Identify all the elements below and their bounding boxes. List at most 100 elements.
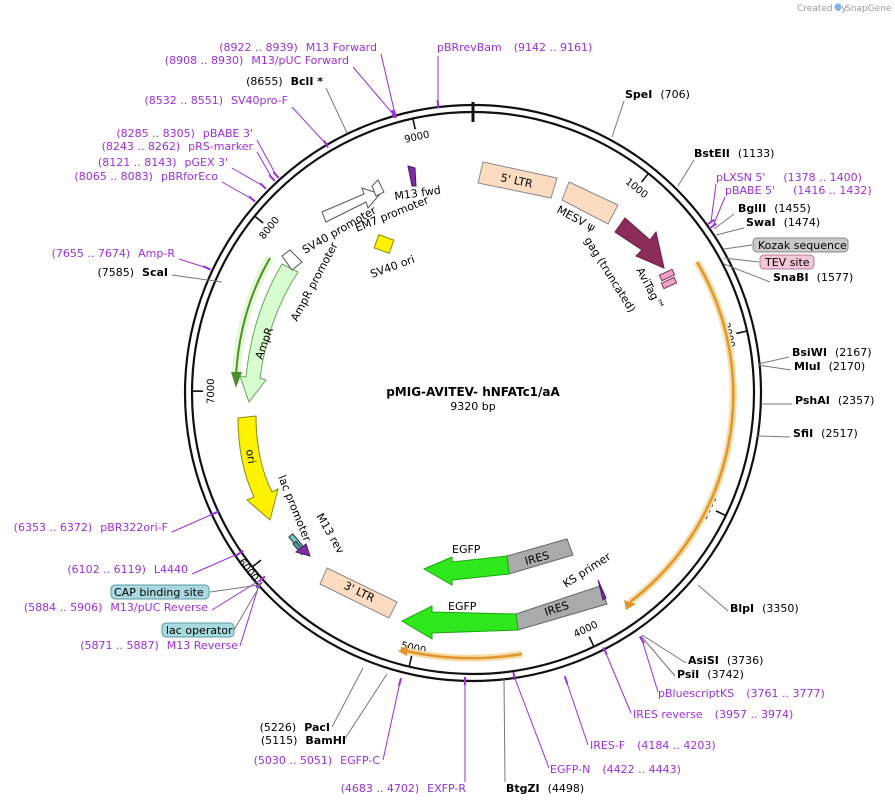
enzyme-label[interactable]: BlpI(3350)	[730, 602, 799, 615]
tick-mark	[412, 118, 416, 130]
enzyme-label[interactable]: SpeI(706)	[625, 88, 690, 101]
leader-line	[171, 512, 216, 533]
leader-line	[565, 679, 589, 746]
feature-lac-region[interactable]: lac promoter M13 rev	[275, 473, 347, 557]
primer-label[interactable]: (8243 .. 8262)pRS-marker	[102, 140, 254, 153]
leader-line	[713, 213, 735, 230]
tick-label: 4000	[572, 619, 600, 640]
primer-label[interactable]: (8285 .. 8305)pBABE 3'	[116, 127, 253, 140]
primer-range: (6102 .. 6119)	[67, 563, 146, 576]
primer-name: pBABE 3'	[203, 127, 253, 140]
enzyme-label[interactable]: BsiWI(2167)	[792, 346, 872, 359]
primer-name: IRES reverse	[633, 708, 703, 721]
enzyme-label[interactable]: SwaI(1474)	[746, 216, 820, 229]
primer-range: (5871 .. 5887)	[80, 639, 159, 652]
enzyme-name: SfiI	[793, 427, 813, 440]
enzyme-name: BglII	[738, 202, 766, 215]
enzyme-label[interactable]: MluI(2170)	[794, 360, 865, 373]
feature-avitag[interactable]: AviTag™	[633, 265, 678, 312]
primer-label[interactable]: pLXSN 5'(1378 .. 1400)	[716, 171, 862, 184]
leader-line	[723, 257, 760, 263]
primer-label[interactable]: pBRrevBam(9142 .. 9161)	[437, 41, 592, 54]
enzyme-position: (1577)	[817, 271, 854, 284]
primer-range: (3957 .. 3974)	[715, 708, 794, 721]
primer-label[interactable]: pBluescriptKS(3761 .. 3777)	[658, 687, 825, 700]
enzyme-name: AsiSI	[688, 654, 719, 667]
feature-ampr[interactable]: AmpR	[231, 255, 299, 404]
primer-range: (8908 .. 8930)	[165, 54, 244, 67]
primer-label[interactable]: EGFP-N(4422 .. 4443)	[550, 763, 681, 776]
primer-range: (8243 .. 8262)	[102, 140, 181, 153]
feature-egfp-2[interactable]: EGFP	[400, 600, 519, 640]
primer-label[interactable]: (8922 .. 8939)M13 Forward	[219, 41, 377, 54]
primer-label[interactable]: (5871 .. 5887)M13 Reverse	[80, 639, 238, 652]
feature-3-ltr[interactable]: 3' LTR	[319, 567, 398, 619]
enzyme-position: (706)	[660, 88, 690, 101]
enzyme-label[interactable]: (5115)BamHI	[261, 734, 346, 747]
box-tev-site[interactable]: TEV site	[759, 254, 815, 270]
enzyme-position: (1474)	[784, 216, 821, 229]
enzyme-position: (2170)	[829, 360, 866, 373]
tick-mark	[251, 559, 262, 568]
svg-text:CAP binding site: CAP binding site	[114, 586, 204, 599]
primer-label[interactable]: (5884 .. 5906)M13/pUC Reverse	[24, 601, 208, 614]
enzyme-label[interactable]: (7585)ScaI	[97, 266, 168, 279]
leader-line	[178, 258, 208, 269]
feature-egfp-1[interactable]: EGFP	[422, 543, 510, 586]
enzyme-position: (2517)	[821, 427, 858, 440]
primer-label[interactable]: IRES-F(4184 .. 4203)	[590, 739, 716, 752]
primer-name: pLXSN 5'	[716, 171, 765, 184]
enzyme-position: (2167)	[835, 346, 872, 359]
feature-mesv-psi[interactable]: MESV ψ	[555, 181, 619, 234]
primer-name: EGFP-C	[340, 754, 380, 767]
svg-text:ori: ori	[243, 448, 258, 464]
enzyme-name: PshAI	[795, 394, 830, 407]
enzyme-label[interactable]: PsiI(3742)	[677, 668, 744, 681]
enzyme-label[interactable]: SfiI (2517)	[793, 427, 858, 440]
primer-name: Amp-R	[138, 247, 175, 260]
feature-5-ltr[interactable]: 5' LTR	[477, 161, 558, 199]
leader-line	[331, 667, 364, 728]
enzyme-label[interactable]: (5226)PacI	[260, 721, 330, 734]
enzyme-label[interactable]: PshAI(2357)	[795, 394, 874, 407]
enzyme-label[interactable]: (8655)BclI *	[246, 75, 323, 88]
primer-label[interactable]: (7655 .. 7674)Amp-R	[52, 247, 176, 260]
feature-ori[interactable]: ori	[237, 415, 279, 521]
primer-label[interactable]: (8908 .. 8930) M13/pUC Forward	[165, 54, 349, 67]
box-kozak-sequence[interactable]: Kozak sequence	[752, 237, 849, 253]
enzyme-name: BstEII	[694, 147, 730, 160]
leader-line	[221, 181, 253, 200]
primer-label[interactable]: (5030 .. 5051)EGFP-C	[254, 754, 381, 767]
feature-m13-fwd[interactable]: M13 fwd	[394, 165, 442, 203]
box-lac-operator[interactable]: lac operator	[161, 622, 235, 638]
site-mark	[323, 140, 329, 148]
primer-label[interactable]: (8121 .. 8143)pGEX 3'	[98, 156, 228, 169]
leader-line	[352, 66, 394, 115]
box-cap-binding-site[interactable]: CAP binding site	[110, 584, 210, 600]
feature-ires-2[interactable]: IRES	[515, 585, 608, 631]
primer-label[interactable]: (8065 .. 8083)pBRforEco	[74, 170, 218, 183]
enzyme-name: SnaBI	[773, 271, 809, 284]
primer-label[interactable]: (8532 .. 8551)SV40pro-F	[144, 94, 288, 107]
primer-label[interactable]: pBABE 5'(1416 .. 1432)	[725, 184, 872, 197]
primer-name: M13/pUC Forward	[251, 54, 349, 67]
enzyme-label[interactable]: BglII(1455)	[738, 202, 811, 215]
enzyme-label[interactable]: SnaBI (1577)	[773, 271, 853, 284]
site-mark	[436, 99, 440, 109]
enzyme-name: PacI	[304, 721, 330, 734]
primer-label[interactable]: IRES reverse (3957 .. 3974)	[633, 708, 793, 721]
feature-ires-1[interactable]: IRES	[506, 538, 574, 575]
enzyme-label[interactable]: AsiSI(3736)	[688, 654, 763, 667]
leader-line	[697, 584, 729, 612]
svg-text:AmpR promoter: AmpR promoter	[288, 240, 341, 324]
enzyme-position: (7585)	[97, 266, 134, 279]
primer-label[interactable]: (4683 .. 4702)EXFP-R	[341, 782, 467, 795]
primer-name: M13 Forward	[306, 41, 377, 54]
primer-label[interactable]: (6353 .. 6372)pBR322ori-F	[14, 521, 168, 534]
enzyme-label[interactable]: BtgZI(4498)	[506, 782, 584, 795]
primer-label[interactable]: (6102 .. 6119)L4440	[67, 563, 188, 576]
enzyme-label[interactable]: BstEII(1133)	[694, 147, 774, 160]
leader-line	[712, 196, 726, 227]
feature-sv40-ori[interactable]: SV40 ori	[369, 234, 417, 281]
enzyme-name: PsiI	[677, 668, 699, 681]
